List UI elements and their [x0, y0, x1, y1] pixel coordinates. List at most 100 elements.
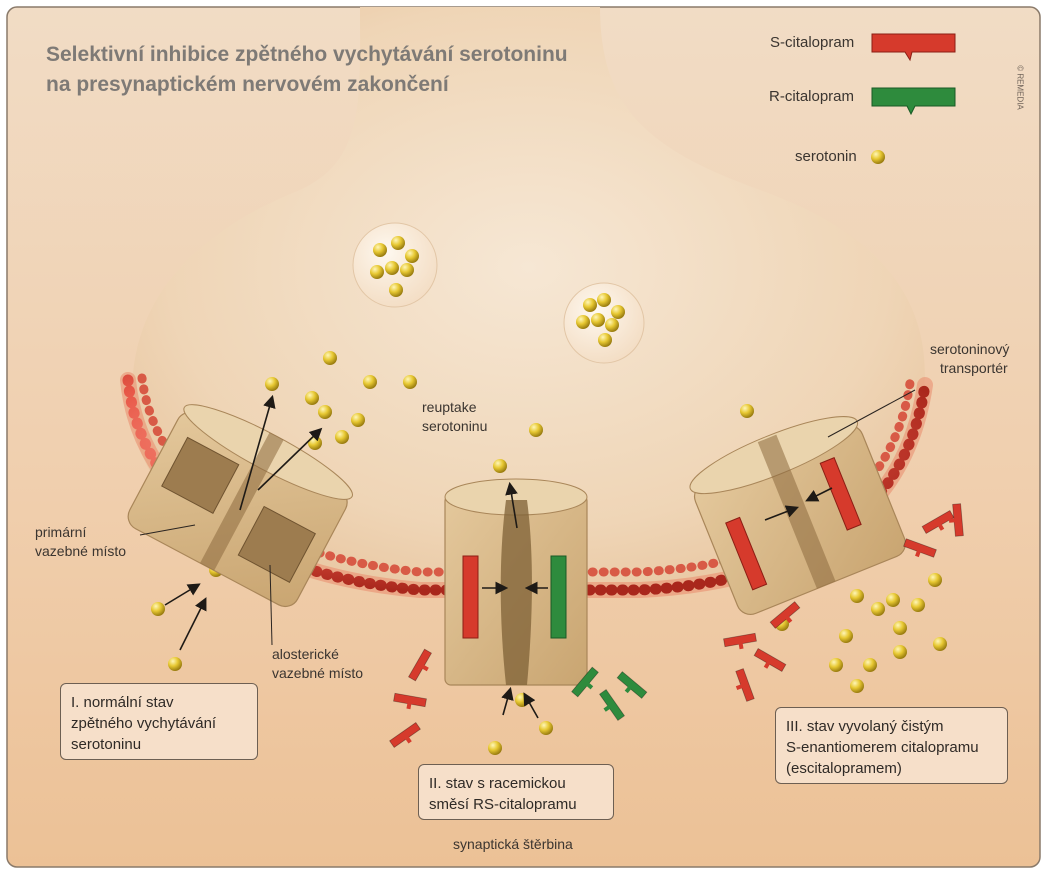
transporter-escitalopram: [689, 416, 907, 615]
serotonin-ball: [829, 658, 843, 672]
legend-s-citalopram-label: S-citalopram: [770, 34, 855, 51]
serotonin-ball: [529, 423, 543, 437]
serotonin-ball: [598, 333, 612, 347]
serotonin-ball: [403, 375, 417, 389]
synaptic-cleft-label: synaptická štěrbina: [453, 836, 573, 852]
primary-site-label-line-2: vazebné místo: [35, 543, 127, 559]
presynaptic-terminal: [132, 7, 925, 585]
reuptake-label-line-2: serotoninu: [422, 418, 488, 434]
title-line-2: na presynaptickém nervovém zakončení: [46, 73, 449, 96]
serotonin-ball: [850, 589, 864, 603]
serotonin-ball: [605, 318, 619, 332]
serotonin-ball: [373, 243, 387, 257]
r-citalopram-molecule: [616, 671, 648, 699]
serotonin-ball: [400, 263, 414, 277]
state-2-box: II. stav s racemickou směsí RS-citalopra…: [418, 764, 614, 820]
state-3-line-1: III. stav vyvolaný čistým: [786, 718, 944, 735]
serotonin-ball: [515, 693, 529, 707]
flow-arrows: [164, 394, 833, 719]
transporter-label: serotoninový transportér: [930, 340, 1009, 378]
title-line-1: Selektivní inhibice zpětného vychytávání…: [46, 43, 568, 66]
s-citalopram-molecule: [735, 668, 755, 702]
s-citalopram-molecule: [769, 601, 801, 629]
primary-site-label-line-1: primární: [35, 524, 87, 540]
state-1-line-3: serotoninu: [71, 736, 142, 753]
state-3-box: III. stav vyvolaný čistým S-enantiomerem…: [775, 707, 1008, 784]
s-citalopram-molecule: [948, 503, 964, 537]
transporter-normal: [127, 404, 353, 608]
reuptake-label: reuptake serotoninu: [422, 398, 487, 436]
serotonin-ball: [391, 236, 405, 250]
legend-serotonin-label: serotonin: [795, 148, 857, 165]
callout-lines: [139, 389, 916, 646]
s-citalopram-molecule: [903, 538, 937, 558]
transporter-label-line-2: transportér: [940, 360, 1008, 376]
serotonin-ball: [335, 430, 349, 444]
serotonin-ball: [928, 573, 942, 587]
legend-r-citalopram-icon: [871, 87, 956, 116]
serotonin-ball: [893, 645, 907, 659]
serotonin-ball: [493, 459, 507, 473]
state-1-line-1: I. normální stav: [71, 694, 174, 711]
s-citalopram-molecule: [393, 692, 427, 710]
serotonin-ball: [168, 657, 182, 671]
serotonin-ball: [893, 621, 907, 635]
serotonin-ball: [318, 405, 332, 419]
s-citalopram-molecule: [723, 632, 757, 650]
state-1-box: I. normální stav zpětného vychytávání se…: [60, 683, 258, 760]
serotonin-ball: [591, 313, 605, 327]
serotonin-ball: [850, 679, 864, 693]
serotonin-ball: [370, 265, 384, 279]
serotonin-ball: [323, 351, 337, 365]
serotonin-ball: [265, 377, 279, 391]
state-2-line-2: směsí RS-citalopramu: [429, 796, 577, 813]
allosteric-site-label-line-2: vazebné místo: [272, 665, 364, 681]
s-citalopram-molecule: [753, 647, 787, 673]
serotonin-ball: [389, 283, 403, 297]
serotonin-ball: [886, 593, 900, 607]
allosteric-site-label-line-1: alosterické: [272, 646, 339, 662]
serotonin-ball: [583, 298, 597, 312]
r-citalopram-molecule: [571, 666, 599, 698]
state-1-line-2: zpětného vychytávání: [71, 715, 217, 732]
serotonin-ball: [863, 658, 877, 672]
s-citalopram-molecule: [407, 648, 433, 682]
serotonin-ball: [405, 249, 419, 263]
s-citalopram-molecule: [921, 509, 955, 535]
state-2-line-1: II. stav s racemickou: [429, 775, 566, 792]
serotonin-ball: [933, 637, 947, 651]
allosteric-site-label: alosterické vazebné místo: [272, 645, 363, 683]
serotonin-ball: [305, 391, 319, 405]
serotonin-ball: [597, 293, 611, 307]
primary-site-label: primární vazebné místo: [35, 523, 126, 561]
credit-text: © REMEDIA: [1015, 65, 1025, 110]
serotonin-ball: [576, 315, 590, 329]
serotonin-ball: [488, 741, 502, 755]
serotonin-ball: [839, 629, 853, 643]
s-citalopram-molecule: [389, 721, 421, 749]
legend-s-citalopram-icon: [871, 33, 956, 62]
serotonin-ball: [539, 721, 553, 735]
serotonin-ball: [351, 413, 365, 427]
state-3-line-2: S-enantiomerem citalopramu: [786, 739, 979, 756]
serotonin-ball: [871, 602, 885, 616]
r-citalopram-molecule: [598, 689, 626, 721]
serotonin-ball: [151, 602, 165, 616]
serotonin-ball: [611, 305, 625, 319]
state-3-line-3: (escitalopramem): [786, 760, 902, 777]
transporter-label-line-1: serotoninový: [930, 341, 1010, 357]
author-credit: © REMEDIA: [1005, 28, 1031, 148]
legend-r-citalopram-label: R-citalopram: [769, 88, 855, 105]
legend-serotonin-icon: [871, 150, 885, 164]
diagram-title: Selektivní inhibice zpětného vychytávání…: [46, 40, 568, 100]
reuptake-label-line-1: reuptake: [422, 399, 477, 415]
serotonin-ball: [385, 261, 399, 275]
serotonin-ball: [740, 404, 754, 418]
serotonin-ball: [363, 375, 377, 389]
serotonin-ball: [308, 436, 322, 450]
serotonin-ball: [911, 598, 925, 612]
transporter-racemic: [444, 478, 588, 686]
drug-molecules: [389, 503, 964, 749]
